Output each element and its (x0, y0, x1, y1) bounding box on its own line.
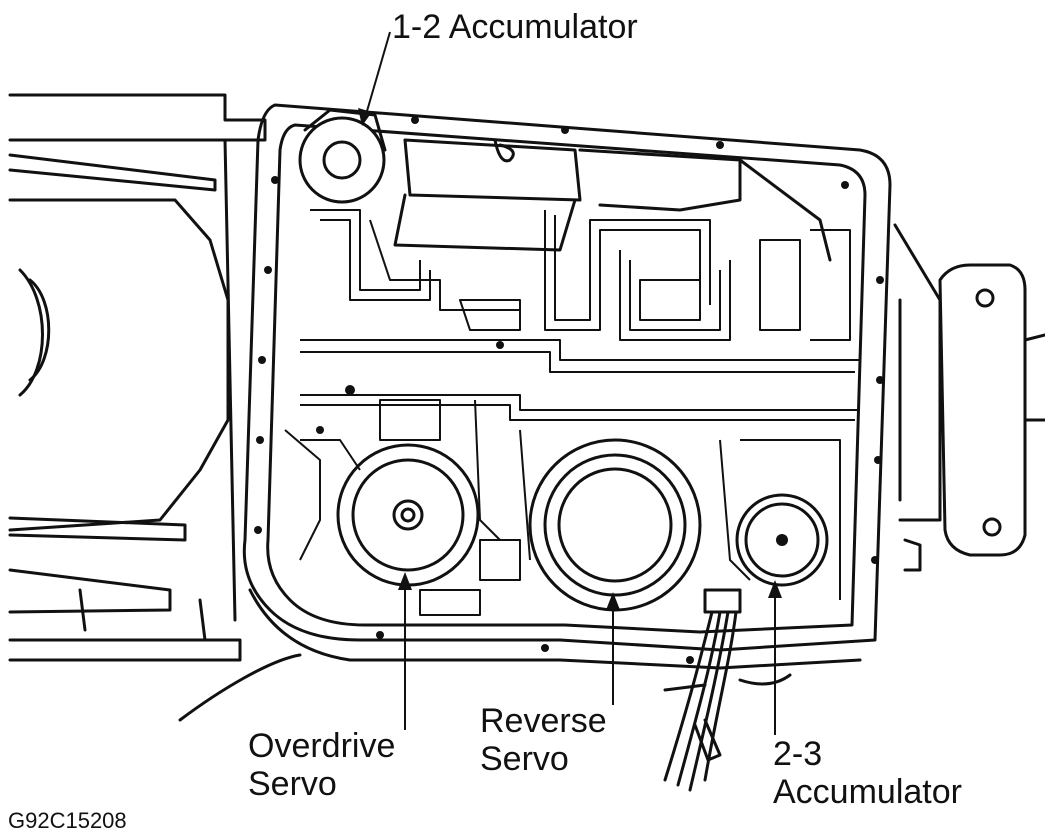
figure-code: G92C15208 (8, 808, 127, 833)
label-reverse-line2: Servo (480, 740, 569, 778)
manual-linkage-bracket (893, 223, 1045, 572)
fluid-passages (284, 209, 860, 616)
label-overdrive-line1: Overdrive (248, 727, 396, 765)
label-accumulator-2-3-line2: Accumulator (773, 773, 962, 811)
overdrive-servo (336, 443, 480, 587)
leader-lines (358, 31, 782, 735)
upper-bracket (393, 138, 832, 262)
reverse-servo (528, 438, 702, 612)
accumulator-1-2 (298, 108, 387, 204)
mounting-bolts (254, 116, 884, 664)
label-overdrive-line2: Servo (248, 765, 337, 803)
label-accumulator-1-2: 1-2 Accumulator (392, 8, 638, 46)
transmission-case (8, 93, 302, 722)
wiring-harness (663, 588, 792, 792)
label-reverse-line1: Reverse (480, 702, 607, 740)
accumulator-2-3 (735, 493, 829, 587)
label-accumulator-2-3-line1: 2-3 (773, 735, 823, 773)
valve-body-outline (242, 103, 892, 670)
